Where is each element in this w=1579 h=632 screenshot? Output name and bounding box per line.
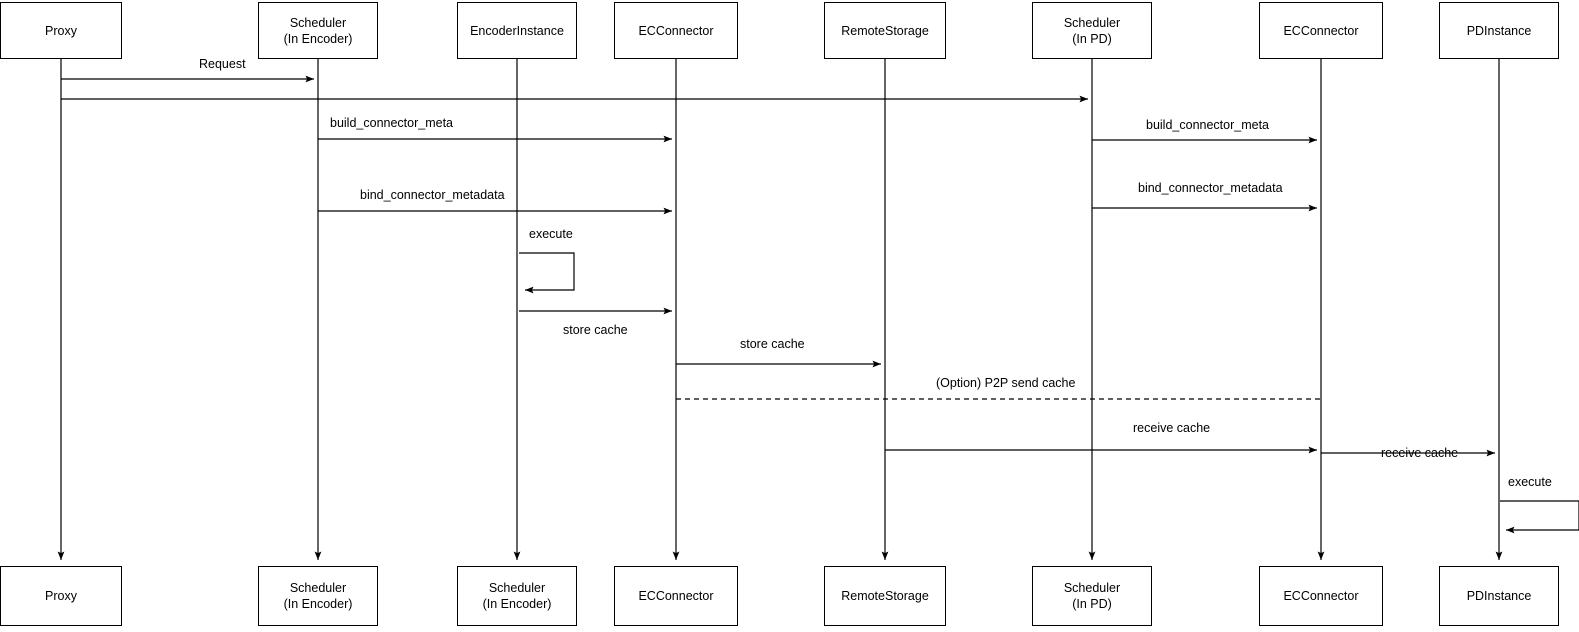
participant-sublabel: (In PD) [1072, 597, 1112, 611]
participant-box-top-encoderinstance[interactable]: EncoderInstance [457, 2, 577, 59]
self-call-label-execute-encoder: execute [529, 227, 573, 241]
participant-label: Proxy [45, 589, 77, 603]
participant-label: RemoteStorage [841, 23, 929, 38]
participant-label: Scheduler [289, 15, 347, 30]
participant-sublabel: (In PD) [1072, 31, 1112, 46]
participant-label: PDInstance [1466, 589, 1532, 603]
participant-box-bottom-scheduler-in-encoder[interactable]: Scheduler (In Encoder) [258, 566, 378, 626]
participant-box-top-scheduler-in-encoder[interactable]: Scheduler (In Encoder) [258, 2, 378, 59]
lifelines [57, 59, 1503, 560]
participant-label: EncoderInstance [470, 23, 564, 38]
message-label-request: Request [199, 57, 246, 71]
participant-label: ECConnector [1283, 23, 1359, 38]
message-label-receive-cache-to-pdinstance: receive cache [1381, 446, 1459, 460]
participant-sublabel: (In Encoder) [482, 597, 552, 611]
message-label-store-cache-remote: store cache [740, 337, 805, 351]
participant-box-bottom-remotestorage[interactable]: RemoteStorage [824, 566, 946, 626]
message-label-store-cache-encoder: store cache [563, 323, 628, 337]
participant-sublabel: (In Encoder) [283, 597, 353, 611]
message-label-p2p-send-cache: (Option) P2P send cache [936, 376, 1076, 390]
participant-label: Scheduler [488, 581, 546, 595]
participant-box-bottom-ecconnector-left[interactable]: ECConnector [614, 566, 738, 626]
message-label-bind-connector-metadata-right: bind_connector_metadata [1138, 181, 1283, 195]
participant-label: Scheduler [289, 581, 347, 595]
participant-label: RemoteStorage [841, 589, 929, 603]
participant-label: PDInstance [1466, 23, 1532, 38]
participant-box-bottom-scheduler-in-pd[interactable]: Scheduler (In PD) [1032, 566, 1152, 626]
message-label-bind-connector-metadata-left: bind_connector_metadata [360, 188, 505, 202]
participant-box-bottom-pdinstance[interactable]: PDInstance [1439, 566, 1559, 626]
participant-box-bottom-encoderinstance[interactable]: Scheduler (In Encoder) [457, 566, 577, 626]
self-call-label-execute-pdinstance: execute [1508, 475, 1552, 489]
participant-label: Scheduler [1063, 15, 1121, 30]
self-call-execute-encoder [519, 252, 575, 294]
self-call-execute-pdinstance [1500, 500, 1579, 534]
participant-box-top-pdinstance[interactable]: PDInstance [1439, 2, 1559, 59]
participant-label: ECConnector [638, 589, 714, 603]
participant-box-top-remotestorage[interactable]: RemoteStorage [824, 2, 946, 59]
messages [61, 75, 1495, 457]
participant-box-top-ecconnector-right[interactable]: ECConnector [1259, 2, 1383, 59]
participant-label: Proxy [45, 23, 77, 38]
message-label-build-connector-meta-right: build_connector_meta [1146, 118, 1269, 132]
participant-label: Scheduler [1063, 581, 1121, 595]
participant-box-bottom-ecconnector-right[interactable]: ECConnector [1259, 566, 1383, 626]
participant-box-bottom-proxy[interactable]: Proxy [0, 566, 122, 626]
message-label-build-connector-meta-left: build_connector_meta [330, 116, 453, 130]
message-label-receive-cache-to-ecconnector: receive cache [1133, 421, 1211, 435]
participant-box-top-scheduler-in-pd[interactable]: Scheduler (In PD) [1032, 2, 1152, 59]
participant-box-top-proxy[interactable]: Proxy [0, 2, 122, 59]
participant-sublabel: (In Encoder) [283, 31, 353, 46]
participant-box-top-ecconnector-left[interactable]: ECConnector [614, 2, 738, 59]
participant-label: ECConnector [1283, 589, 1359, 603]
participant-label: ECConnector [638, 23, 714, 38]
self-calls [519, 252, 1579, 534]
